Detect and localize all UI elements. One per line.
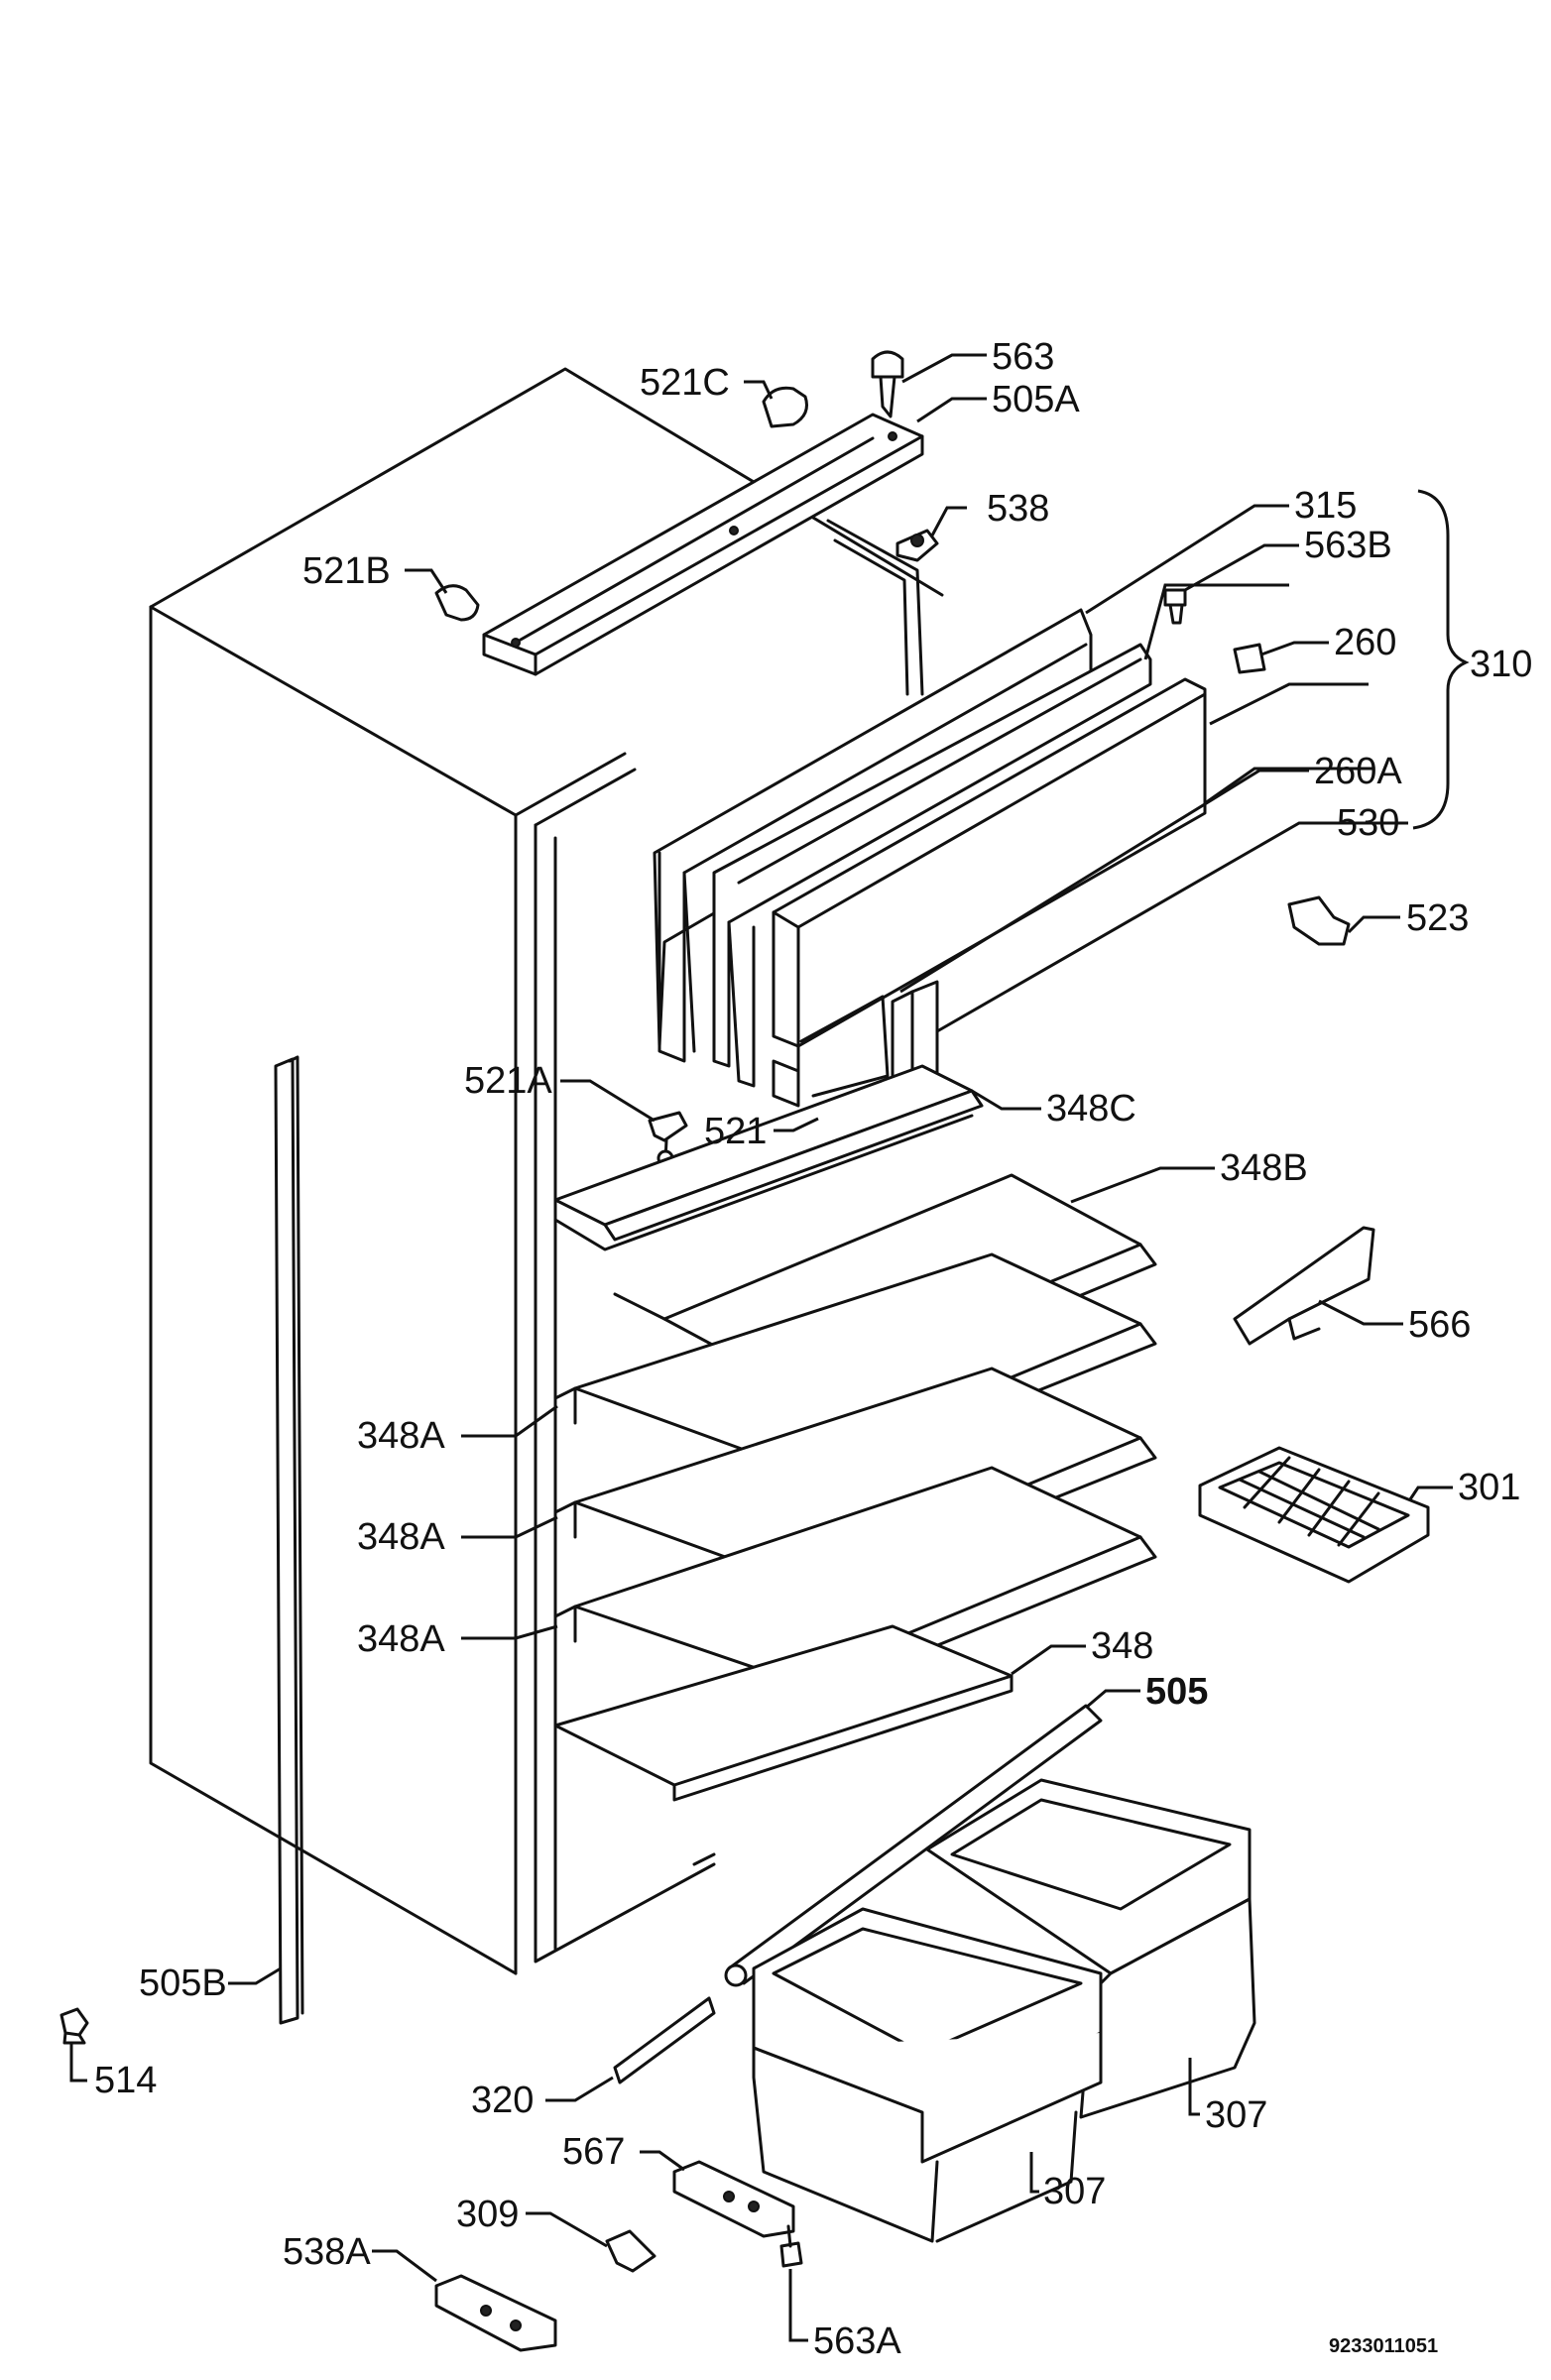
document-number: 9233011051 (1329, 2335, 1438, 2357)
label-521c: 521C (640, 362, 730, 404)
plate-320 (613, 1996, 716, 2084)
leader-lines (69, 353, 1453, 2342)
label-348a-2: 348A (357, 1516, 445, 1558)
label-320: 320 (471, 2080, 534, 2121)
crisper-drawer-right (925, 1778, 1256, 2119)
label-310: 310 (1470, 644, 1532, 685)
scraper-566 (1233, 1226, 1375, 1346)
label-260a: 260A (1314, 751, 1402, 792)
label-505a: 505A (992, 379, 1080, 420)
screw-563b (1163, 588, 1187, 625)
label-563: 563 (992, 336, 1054, 378)
latch-260 (1233, 643, 1266, 674)
hinge-567 (672, 2160, 795, 2238)
label-348c: 348C (1046, 1088, 1136, 1130)
label-307-right: 307 (1205, 2094, 1267, 2136)
label-315: 315 (1294, 485, 1357, 527)
label-348: 348 (1091, 1625, 1153, 1667)
label-309: 309 (456, 2194, 519, 2235)
hinge-538 (895, 529, 939, 562)
label-514: 514 (94, 2060, 157, 2101)
label-260: 260 (1334, 622, 1396, 663)
label-566: 566 (1408, 1304, 1471, 1346)
foot-514 (60, 2007, 89, 2045)
label-567: 567 (562, 2131, 625, 2173)
label-538: 538 (987, 488, 1049, 530)
label-348b: 348B (1220, 1147, 1308, 1189)
label-521: 521 (704, 1111, 767, 1152)
stopper-523 (1287, 895, 1351, 946)
screw-563 (871, 350, 904, 418)
label-348a-3: 348A (357, 1618, 445, 1660)
shelf-348 (553, 1624, 1014, 1802)
crisper-drawer-left (752, 1907, 1103, 2243)
cap-521b (434, 584, 480, 622)
label-538a: 538A (283, 2231, 371, 2273)
door-seal-505b (274, 1055, 304, 2025)
label-521a: 521A (464, 1060, 552, 1102)
screw-563a (779, 2224, 803, 2268)
label-505b: 505B (139, 1963, 227, 2004)
cap-521c (762, 386, 808, 428)
cabinet (149, 367, 944, 1975)
label-301: 301 (1458, 1467, 1520, 1508)
label-505: 505 (1145, 1671, 1208, 1713)
part-labels: 563 505A 521C 538 521B 315 563B 260 310 … (94, 336, 1532, 2362)
label-307-left: 307 (1043, 2171, 1106, 2212)
ice-tray-301 (1198, 1446, 1430, 1584)
label-521b: 521B (302, 550, 391, 592)
label-530: 530 (1337, 802, 1399, 844)
rail-505 (724, 1704, 1103, 1987)
hinge-538a (434, 2274, 557, 2352)
top-rail-505a (482, 413, 924, 676)
bracket-310 (1412, 489, 1470, 830)
label-563b: 563B (1304, 525, 1392, 566)
label-563a: 563A (813, 2320, 901, 2362)
freezer-door-assembly-310 (653, 608, 1207, 1108)
cover-309 (605, 2229, 656, 2273)
label-523: 523 (1406, 897, 1469, 939)
label-348a-1: 348A (357, 1415, 445, 1457)
shelf-348a-3 (553, 1466, 1157, 1700)
